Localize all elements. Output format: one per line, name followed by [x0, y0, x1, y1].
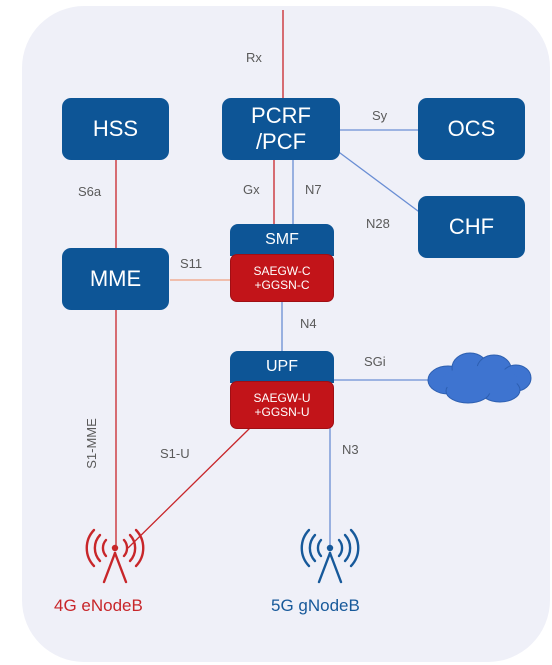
saegw-c-label: SAEGW-C: [253, 264, 311, 278]
gx-label: Gx: [243, 182, 260, 197]
s1-mme-label: S1-MME: [83, 418, 99, 469]
sy-label: Sy: [372, 108, 388, 123]
ocs-label: OCS: [447, 116, 496, 141]
s11-label: S11: [180, 256, 203, 271]
n7-label: N7: [305, 182, 322, 197]
hss-label: HSS: [92, 116, 139, 141]
ocs-node: OCS: [418, 98, 525, 160]
sgi-label: SGi: [364, 354, 386, 369]
gnodeb-label: 5G gNodeB: [271, 596, 360, 615]
rx-label: Rx: [246, 50, 262, 65]
s1-u-label: S1-U: [160, 446, 190, 461]
pcf-label: /PCF: [255, 129, 307, 154]
s6a-label: S6a: [78, 184, 102, 199]
smf-header: SMF: [230, 224, 334, 256]
upf-node: UPF SAEGW-U +GGSN-U: [230, 351, 334, 429]
pcrf-pcf-node: PCRF /PCF: [222, 98, 340, 160]
ggsn-c-label: +GGSN-C: [254, 278, 310, 292]
cloud-fill: [442, 366, 518, 394]
chf-label: CHF: [448, 214, 495, 239]
upf-label: UPF: [266, 358, 298, 375]
hss-node: HSS: [62, 98, 169, 160]
saegw-u-label: SAEGW-U: [253, 391, 311, 405]
smf-node: SMF SAEGW-C +GGSN-C: [230, 224, 334, 302]
n4-label: N4: [300, 316, 317, 331]
n28-link: [335, 149, 423, 215]
n3-label: N3: [342, 442, 359, 457]
antenna-icon: [85, 528, 145, 584]
mme-label: MME: [89, 266, 142, 291]
s1-u-link: [127, 427, 251, 549]
saegw-u-gateway: SAEGW-U +GGSN-U: [230, 381, 334, 429]
saegw-c-gateway: SAEGW-C +GGSN-C: [230, 254, 334, 302]
ggsn-u-label: +GGSN-U: [254, 405, 310, 419]
enodeb-label: 4G eNodeB: [54, 596, 143, 615]
antenna-icon: [300, 528, 360, 584]
pcrf-label: PCRF: [251, 103, 311, 128]
n28-label: N28: [366, 216, 390, 231]
upf-header: UPF: [230, 351, 334, 383]
smf-label: SMF: [265, 231, 299, 248]
mme-node: MME: [62, 248, 169, 310]
chf-node: CHF: [418, 196, 525, 258]
